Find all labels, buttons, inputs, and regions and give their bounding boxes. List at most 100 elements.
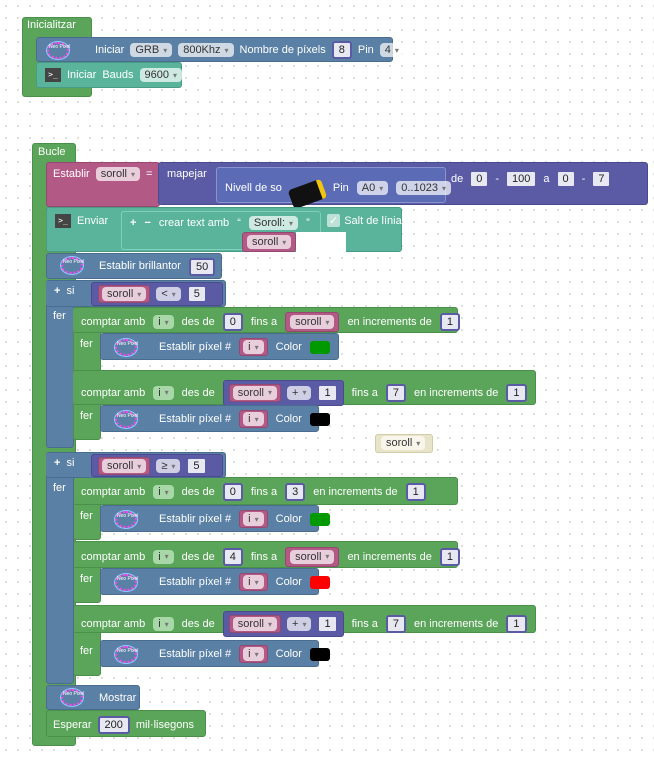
create-text-block[interactable]: + − crear text amb “ Soroll: ” soroll — [121, 211, 347, 252]
serial-send-block[interactable]: >_ Enviar + − crear text amb “ Soroll: ”… — [46, 207, 402, 252]
set-pixel-block[interactable]: Neo Pixel Establir píxel # i Color — [100, 405, 330, 432]
map-block[interactable]: mapejar Nivell de so Pin A0 0..1023 de 0… — [158, 162, 648, 210]
variable-dropdown[interactable]: soroll — [290, 315, 335, 329]
value-input[interactable]: 5 — [186, 457, 207, 475]
operator-dropdown[interactable]: + — [287, 617, 312, 631]
add-expression-block[interactable]: soroll +1 — [222, 611, 344, 637]
variable-block[interactable]: i — [239, 510, 268, 528]
start-input[interactable]: 0 — [222, 483, 243, 501]
operator-dropdown[interactable]: < — [156, 287, 181, 301]
pixel-count-input[interactable]: 8 — [331, 41, 352, 59]
variable-dropdown[interactable]: i — [243, 512, 264, 526]
variable-block[interactable]: i — [239, 645, 268, 663]
operator-dropdown[interactable]: ≥ — [156, 459, 181, 473]
variable-dropdown[interactable]: i — [243, 412, 264, 426]
from-low-input[interactable]: 0 — [469, 170, 490, 188]
pin-dropdown[interactable]: A0 — [356, 181, 389, 195]
variable-block[interactable]: soroll — [98, 457, 151, 475]
show-block[interactable]: Neo Pixel Mostrar — [46, 685, 140, 710]
set-pixel-block[interactable]: Neo Pixel Establir píxel # i Color — [100, 505, 330, 532]
number-input[interactable]: 1 — [317, 615, 338, 633]
compare-block[interactable]: soroll ≥ 5 — [91, 454, 223, 477]
variable-block[interactable]: soroll — [242, 232, 297, 252]
bauds-dropdown[interactable]: 9600 — [139, 68, 183, 82]
variable-dropdown[interactable]: soroll — [232, 617, 278, 631]
step-input[interactable]: 1 — [506, 615, 527, 633]
range-dropdown[interactable]: 0..1023 — [396, 181, 451, 195]
operator-dropdown[interactable]: + — [287, 385, 312, 400]
end-input[interactable]: 7 — [385, 615, 407, 633]
set-pixel-block[interactable]: Neo Pixel Establir píxel # i Color — [100, 640, 330, 667]
step-input[interactable]: 1 — [405, 483, 426, 501]
pin-dropdown[interactable]: 4 — [379, 43, 404, 57]
variable-dropdown[interactable]: soroll — [290, 549, 335, 564]
variable-block[interactable]: i — [239, 410, 268, 428]
color-swatch[interactable] — [309, 647, 330, 661]
from-high-input[interactable]: 100 — [505, 170, 538, 188]
value: i — [158, 550, 161, 563]
serial-init-block[interactable]: >_ Iniciar Bauds 9600 — [36, 62, 183, 88]
color-swatch[interactable] — [309, 575, 330, 589]
set-variable-block[interactable]: Establir soroll = — [46, 162, 160, 207]
variable-block[interactable]: soroll — [228, 383, 282, 402]
step-input[interactable]: 1 — [439, 313, 460, 331]
floating-variable-block[interactable]: soroll — [375, 434, 433, 453]
to-low-input[interactable]: 0 — [555, 170, 576, 188]
variable-dropdown[interactable]: soroll — [232, 385, 278, 400]
label: fins a — [351, 386, 378, 399]
neopixel-icon: Neo Pixel — [115, 338, 138, 356]
freq-dropdown[interactable]: 800Khz — [178, 43, 234, 57]
variable-dropdown[interactable]: soroll — [102, 459, 147, 473]
counter-variable-dropdown[interactable]: i — [153, 385, 174, 400]
step-input[interactable]: 1 — [506, 383, 527, 402]
add-condition-button[interactable]: + — [54, 457, 61, 469]
variable-dropdown[interactable]: i — [243, 575, 264, 589]
variable-block[interactable]: soroll — [98, 285, 151, 303]
end-input[interactable]: 7 — [385, 383, 407, 402]
wait-input[interactable]: 200 — [97, 716, 130, 734]
counter-variable-dropdown[interactable]: i — [153, 485, 174, 499]
newline-checkbox[interactable]: ✓ — [327, 214, 341, 227]
color-swatch[interactable] — [309, 512, 330, 526]
wait-block[interactable]: Esperar 200 mil·lisegons — [46, 710, 206, 737]
number-input[interactable]: 1 — [317, 383, 338, 402]
text-input[interactable]: Soroll: — [248, 216, 299, 230]
set-pixel-block[interactable]: Neo Pixel Establir píxel # i Color — [100, 568, 330, 595]
variable-block[interactable]: soroll — [228, 615, 282, 633]
brightness-input[interactable]: 50 — [189, 258, 216, 276]
variable-dropdown[interactable]: soroll — [102, 287, 147, 301]
compare-block[interactable]: soroll < 5 — [91, 282, 223, 306]
if-block[interactable] — [46, 280, 74, 448]
value: 9600 — [144, 69, 170, 81]
add-item-button[interactable]: + — [130, 217, 137, 229]
counter-variable-dropdown[interactable]: i — [153, 315, 174, 329]
counter-variable-dropdown[interactable]: i — [153, 617, 174, 631]
to-high-input[interactable]: 7 — [591, 170, 612, 188]
type-dropdown[interactable]: GRB — [130, 43, 173, 57]
variable-dropdown[interactable]: soroll — [247, 235, 292, 249]
add-condition-button[interactable]: + — [54, 285, 61, 297]
step-input[interactable]: 1 — [439, 547, 460, 566]
color-swatch[interactable] — [309, 412, 330, 426]
variable-block[interactable]: soroll — [285, 546, 340, 567]
counter-variable-dropdown[interactable]: i — [153, 549, 174, 564]
value-input[interactable]: 5 — [186, 285, 207, 303]
variable-dropdown[interactable]: soroll — [95, 167, 140, 181]
end-input[interactable]: 3 — [285, 483, 306, 501]
value: soroll — [107, 460, 134, 472]
variable-dropdown[interactable]: i — [243, 647, 264, 661]
variable-block[interactable]: i — [239, 338, 268, 356]
color-swatch[interactable] — [309, 340, 330, 354]
remove-item-button[interactable]: − — [144, 217, 151, 229]
start-input[interactable]: 4 — [222, 547, 243, 566]
set-pixel-block[interactable]: Neo Pixel Establir píxel # i Color — [100, 333, 339, 360]
variable-block[interactable]: i — [239, 573, 268, 591]
neopixel-init-block[interactable]: Neo Pixel Iniciar GRB 800Khz Nombre de p… — [36, 37, 404, 62]
add-expression-block[interactable]: soroll +1 — [222, 379, 344, 406]
variable-dropdown[interactable]: i — [243, 340, 264, 354]
sound-sensor-block[interactable]: Nivell de so Pin A0 0..1023 — [216, 167, 451, 210]
variable-dropdown[interactable]: soroll — [381, 436, 426, 450]
start-input[interactable]: 0 — [222, 313, 243, 331]
set-brightness-block[interactable]: Neo Pixel Establir brillantor 50 — [46, 253, 222, 279]
variable-block[interactable]: soroll — [285, 312, 340, 332]
